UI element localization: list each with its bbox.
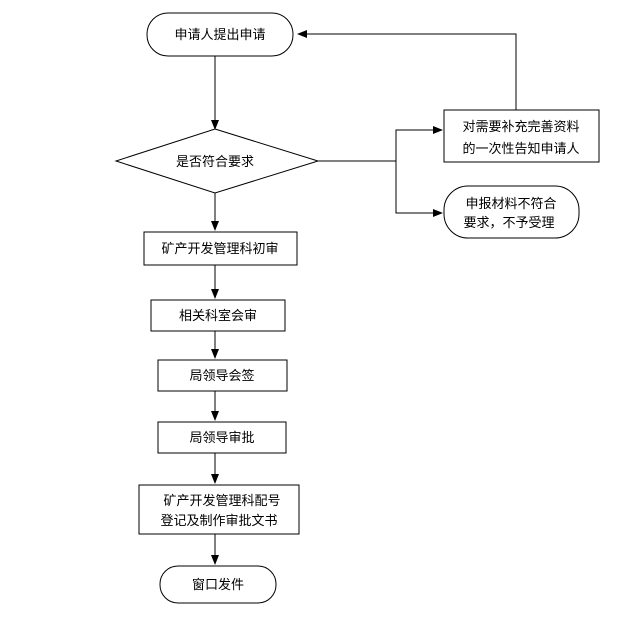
node-step4: 局领导审批 [157, 421, 287, 454]
step5-box [138, 484, 300, 535]
node-step5: 矿产开发管理科配号 登记及制作审批文书 [138, 484, 300, 535]
step3-box [157, 359, 288, 392]
node-step1: 矿产开发管理科初审 [143, 231, 298, 266]
step4-label: 局领导审批 [189, 431, 254, 446]
step2-label: 相关科室会审 [179, 308, 257, 324]
supplement-line2: 的一次性告知申请人 [462, 141, 579, 157]
arrow-check-to-supplement [395, 126, 443, 161]
supplement-line1: 对需要补充完善资料 [462, 119, 579, 135]
step1-label: 矿产开发管理科初审 [161, 241, 278, 257]
connectors [211, 30, 517, 565]
node-end: 窗口发件 [159, 565, 277, 604]
start-shape [146, 12, 294, 57]
node-check: 是否符合要求 [114, 128, 320, 194]
arrow-supplement-to-start [297, 30, 517, 110]
start-label: 申请人提出申请 [174, 27, 265, 43]
step5-line2: 登记及制作审批文书 [160, 514, 277, 529]
step1-box [143, 231, 298, 266]
node-step2: 相关科室会审 [150, 299, 286, 332]
step2-box [150, 299, 286, 332]
arrow-check-to-reject [395, 161, 443, 217]
node-step3: 局领导会签 [157, 359, 288, 392]
check-diamond [114, 128, 320, 194]
step4-box [157, 421, 287, 454]
end-label: 窗口发件 [192, 577, 244, 593]
reject-line1: 申报材料不符合 [465, 196, 556, 212]
reject-shape [443, 185, 580, 239]
end-shape [159, 565, 277, 604]
node-reject: 申报材料不符合 要求，不予受理 [443, 185, 580, 239]
supplement-box [443, 109, 600, 163]
reject-line2: 要求，不予受理 [463, 216, 554, 231]
check-label: 是否符合要求 [176, 154, 254, 170]
step5-line1: 矿产开发管理科配号 [163, 493, 280, 509]
node-supplement: 对需要补充完善资料 的一次性告知申请人 [443, 109, 600, 163]
node-start: 申请人提出申请 [146, 12, 294, 57]
step3-label: 局领导会签 [189, 368, 254, 384]
